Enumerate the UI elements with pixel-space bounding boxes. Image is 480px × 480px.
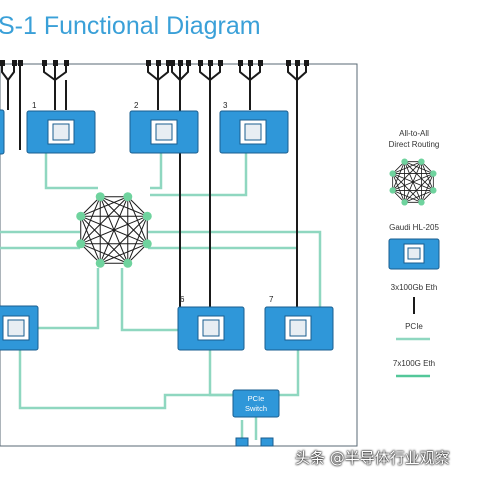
pcie-lines [0, 150, 322, 440]
card-1 [26, 110, 96, 154]
pcie-switch: PCIe Switch [232, 389, 280, 418]
legend-pcie-label: PCIe [405, 322, 423, 331]
pcie-switch-label-1: PCIe [248, 394, 265, 403]
mesh-link [404, 161, 422, 203]
legend-eth7x-label: 7x100G Eth [392, 359, 436, 368]
mesh-node [401, 158, 408, 165]
mesh-node [389, 187, 396, 194]
mesh-link [80, 196, 129, 245]
mesh-node [76, 211, 86, 221]
mesh-link [392, 161, 405, 191]
mesh-node [123, 192, 133, 202]
watermark: 头条 @半导体行业观察 [295, 449, 450, 467]
mesh-link [404, 161, 434, 191]
card-3-label: 3 [223, 101, 228, 110]
mesh-node [95, 192, 105, 202]
pcie-switch-label-2: Switch [245, 404, 267, 413]
mesh-node [95, 258, 105, 268]
mesh-link [80, 196, 101, 217]
mesh-node [142, 211, 152, 221]
card-1-label: 1 [32, 101, 37, 110]
host-port-1 [235, 437, 249, 447]
mesh-node [430, 187, 437, 194]
legend-all-to-all-label: All-to-All Direct Routing [388, 129, 440, 149]
card-7-label: 7 [269, 295, 274, 304]
mesh-node [418, 199, 425, 206]
legend-gaudi-label: Gaudi HL-205 [389, 223, 439, 232]
mesh-node [123, 258, 133, 268]
card-2 [129, 110, 199, 154]
mesh-link [392, 161, 422, 191]
mesh-link [80, 215, 129, 264]
mesh-node [389, 170, 396, 177]
mesh-link [392, 173, 405, 203]
eth-bundles [1, 64, 307, 330]
mesh-link [80, 216, 101, 264]
card-0-partial [0, 109, 5, 155]
mesh-node [76, 239, 86, 249]
card-2-label: 2 [134, 101, 139, 110]
mesh-link [127, 196, 148, 217]
bundle-tips [0, 60, 309, 66]
mesh-link [404, 161, 434, 174]
card-5-partial [0, 305, 39, 351]
card-6-label: 6 [180, 295, 185, 304]
mesh-node [430, 170, 437, 177]
card-6 [177, 306, 245, 351]
mesh-link [392, 190, 422, 203]
mesh-link [100, 196, 148, 217]
mesh-link [392, 173, 422, 203]
mesh-link [127, 243, 148, 264]
mesh-node [142, 239, 152, 249]
mesh-node [401, 199, 408, 206]
mesh-link [80, 243, 101, 264]
card-3 [219, 110, 289, 154]
card-7 [264, 306, 334, 351]
legend-mesh-icon [389, 158, 437, 206]
mesh-link [80, 243, 128, 264]
mesh-link [80, 196, 101, 244]
legend-gaudi-icon [388, 238, 440, 270]
mesh-link [99, 215, 148, 264]
legend-eth3x-label: 3x100Gb Eth [390, 283, 438, 292]
mesh-link [404, 173, 434, 203]
mesh-link [99, 196, 129, 264]
mesh-link [99, 196, 148, 245]
diagram-title: S-1 Functional Diagram [0, 12, 261, 40]
mesh-node [418, 158, 425, 165]
host-port-2 [260, 437, 274, 447]
all-to-all-mesh [76, 192, 152, 268]
